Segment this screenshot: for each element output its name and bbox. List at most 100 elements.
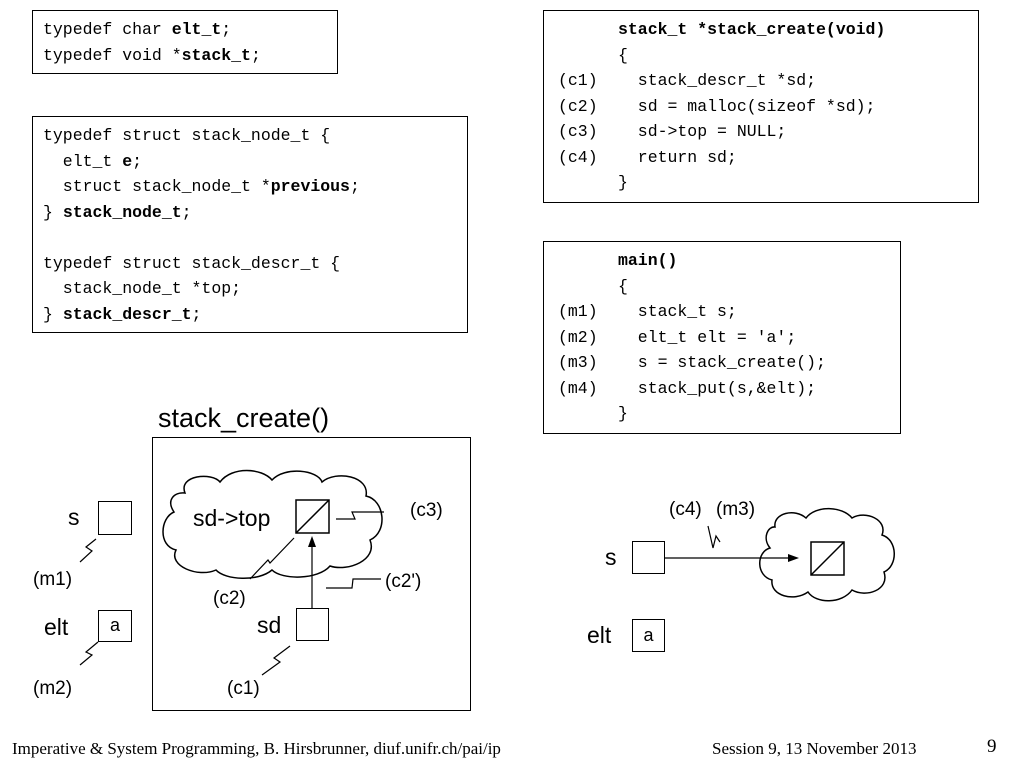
c1-pointer — [261, 645, 291, 676]
code-line: } — [558, 170, 885, 196]
s-label-left: s — [68, 504, 80, 530]
code-text: elt_t — [43, 151, 123, 171]
code-keyword-bold: stack_node_t — [62, 202, 182, 222]
code-line: typedef void *stack_t; — [43, 43, 261, 69]
code-text: stack_put(s,&elt); — [618, 378, 817, 398]
main-code-box: main(){(m1) stack_t s;(m2) elt_t elt = '… — [543, 241, 901, 434]
line-tag: (m1) — [558, 302, 598, 321]
m1-label: (m1) — [33, 569, 73, 590]
c4-label: (c4) — [669, 499, 702, 520]
footer-course: Imperative & System Programming, B. Hirs… — [12, 739, 501, 758]
code-keyword-bold: stack_t — [181, 45, 251, 65]
s-label-right: s — [605, 544, 617, 570]
c1-label: (c1) — [227, 678, 260, 699]
line-tag: (c2) — [558, 96, 598, 116]
code-text: return sd; — [618, 147, 737, 167]
typedefs-box: typedef char elt_t;typedef void *stack_t… — [32, 10, 338, 74]
code-text: sd->top = NULL; — [618, 122, 787, 141]
main-code: main(){(m1) stack_t s;(m2) elt_t elt = '… — [558, 248, 826, 427]
code-keyword-bold: stack_t *stack_create(void) — [618, 20, 886, 39]
m2-label: (m2) — [33, 678, 73, 699]
code-line: } stack_descr_t; — [43, 302, 360, 328]
m2-pointer — [79, 641, 99, 666]
code-text: } — [43, 202, 63, 222]
code-line: main() — [558, 248, 826, 274]
line-tag: (c3) — [558, 122, 598, 141]
sd-pointer-arrowhead — [308, 536, 316, 547]
code-line: { — [558, 43, 885, 69]
null-slash-right — [810, 541, 845, 576]
sd-label: sd — [257, 612, 282, 638]
code-line: (m1) stack_t s; — [558, 299, 826, 325]
code-text: typedef struct stack_node_t { — [43, 126, 331, 145]
code-text: } — [43, 304, 63, 324]
m3-label: (m3) — [716, 499, 756, 520]
code-line: stack_node_t *top; — [43, 276, 360, 302]
code-line: (c4) return sd; — [558, 145, 885, 171]
code-line: elt_t e; — [43, 149, 360, 175]
stack-create-code: stack_t *stack_create(void) { (c1) stack_d… — [558, 17, 885, 196]
footer-session: Session 9, 13 November 2013 — [712, 739, 917, 758]
elt-label-right: elt — [587, 622, 612, 648]
line-tag: (c4) — [558, 147, 598, 167]
code-text: stack_node_t *top; — [43, 279, 242, 298]
code-line: (m3) s = stack_create(); — [558, 350, 826, 376]
line-tag: (c1) — [558, 71, 598, 90]
code-text: ; — [250, 45, 261, 65]
code-line: typedef struct stack_node_t { — [43, 123, 360, 149]
s-pointer-arrowhead — [788, 554, 799, 562]
stack-create-code-box: stack_t *stack_create(void) { (c1) stack_d… — [543, 10, 979, 203]
code-line: } — [558, 401, 826, 427]
code-line: (m4) stack_put(s,&elt); — [558, 376, 826, 402]
s-cell-right — [632, 541, 665, 574]
typedefs-code: typedef char elt_t;typedef void *stack_t… — [43, 17, 261, 68]
code-text: stack_descr_t *sd; — [618, 71, 817, 90]
code-text: sd = malloc(sizeof *sd); — [618, 96, 876, 116]
m1-pointer — [79, 538, 97, 563]
null-slash-left — [295, 499, 330, 534]
elt-cell-right: a — [632, 619, 665, 652]
code-text: ; — [181, 202, 192, 222]
code-keyword-bold: e — [122, 151, 133, 171]
code-line: typedef struct stack_descr_t { — [43, 251, 360, 277]
elt-cell-left: a — [98, 610, 132, 642]
code-keyword-bold: stack_descr_t — [62, 304, 192, 324]
struct-code: typedef struct stack_node_t { elt_t e; s… — [43, 123, 360, 327]
code-line: { — [558, 274, 826, 300]
c2-pointer — [249, 537, 295, 580]
sd-top-label: sd->top — [193, 505, 271, 531]
line-tag: (m4) — [558, 378, 598, 398]
code-text: } — [618, 173, 628, 192]
c3-pointer — [336, 511, 384, 520]
code-text: s = stack_create(); — [618, 353, 826, 372]
code-text: ; — [132, 151, 143, 171]
frame-title: stack_create() — [158, 403, 330, 433]
code-text: typedef void * — [43, 45, 182, 65]
code-line: (c2) sd = malloc(sizeof *sd); — [558, 94, 885, 120]
heap-cloud-left — [162, 469, 383, 579]
code-text: ; — [349, 177, 360, 196]
sd-cell — [296, 608, 329, 641]
c4-m3-pointer — [707, 525, 721, 549]
code-text: } — [618, 404, 628, 423]
code-text: elt_t elt = 'a'; — [618, 327, 797, 347]
code-keyword-bold: previous — [270, 177, 350, 196]
code-text: struct stack_node_t * — [43, 177, 271, 196]
code-text: { — [618, 45, 628, 65]
code-line: (c1) stack_descr_t *sd; — [558, 68, 885, 94]
code-text: ; — [221, 20, 232, 39]
code-line: (c3) sd->top = NULL; — [558, 119, 885, 145]
code-keyword-bold: main() — [618, 251, 678, 270]
code-line: typedef char elt_t; — [43, 17, 261, 43]
code-text: typedef struct stack_descr_t { — [43, 253, 341, 273]
code-text: ; — [191, 304, 202, 324]
struct-box: typedef struct stack_node_t { elt_t e; s… — [32, 116, 468, 333]
page-number: 9 — [987, 736, 997, 757]
elt-label-left: elt — [44, 614, 69, 640]
s-cell-left — [98, 501, 132, 535]
code-line: stack_t *stack_create(void) — [558, 17, 885, 43]
c3-label: (c3) — [410, 500, 443, 521]
code-text: { — [618, 276, 628, 296]
code-line: struct stack_node_t *previous; — [43, 174, 360, 200]
